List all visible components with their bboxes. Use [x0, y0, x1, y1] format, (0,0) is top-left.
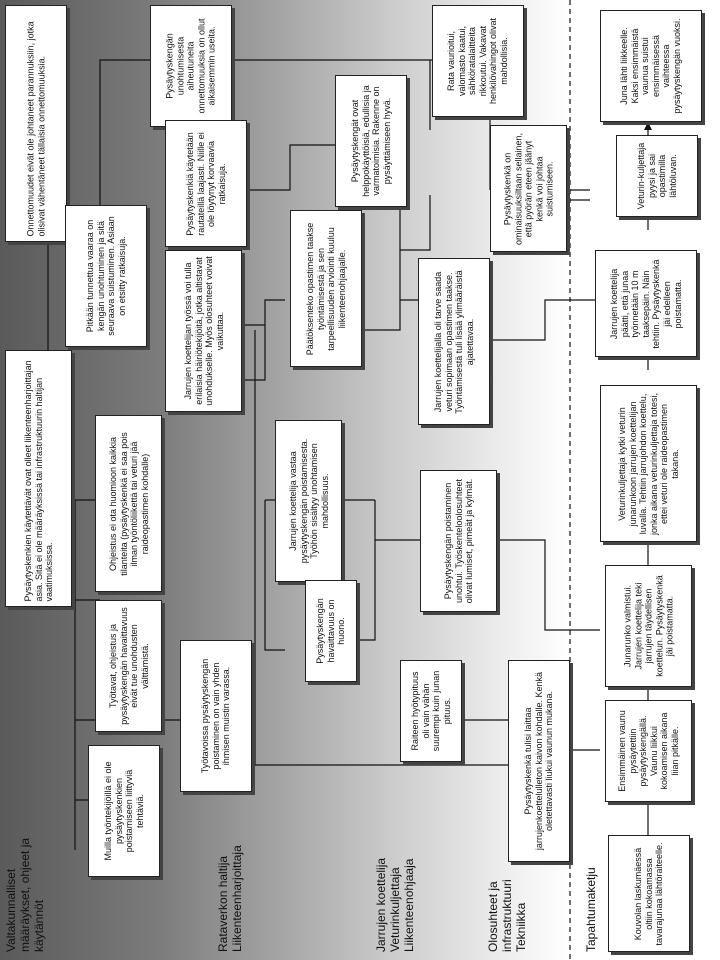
box-need-fit-behind-signal: Jarrujen koettelijalla oli tarve saada v…: [418, 258, 490, 425]
box-distractions: Jarrujen koettelijan työssä voi tulla er…: [165, 250, 242, 412]
box-no-improvements: Onnettomuudet eivät ole johtaneet parann…: [5, 5, 67, 242]
box-shoe-forgotten: Pysäytyskengän poistaminen unohtui. Työs…: [420, 470, 497, 612]
box-single-person-memory: Työtavoissa pysäytyskengän poistaminen o…: [180, 640, 252, 792]
event-derailment: Juna lähti liikkeelle. Kaksi ensimmäistä…: [600, 10, 702, 122]
lane-label-event-chain: Tapahtumaketju: [584, 867, 598, 952]
box-instructions-not-all-situations: Ohjeistus ei ota huomioon kaikkia tilant…: [95, 415, 162, 592]
box-shoes-widely-used: Pysäytyskenkiä käytetään rautateillä laa…: [165, 120, 247, 247]
arrow-6: [644, 122, 652, 130]
event-trainset-ready: Junarunko valmistui. Jarrujen koettelija…: [605, 565, 692, 687]
event-first-wagon-stopped: Ensimmäinen vaunu pysäytettiin pysäytysk…: [605, 700, 692, 802]
box-track-length: Raiteen hyötypituus oli vain vähän suure…: [400, 660, 462, 762]
event-departure-permission: Veturin-kuljettaja pyysi ja sai opastimi…: [616, 135, 698, 217]
event-kouvola-hump: Kouvolan laskumäessä oltiin kokoamassa t…: [608, 835, 690, 952]
event-locomotive-coupled: Veturinkuljettaja kytki veturin junarunk…: [600, 385, 697, 542]
box-shoe-properties: Pysäytyskenkä on ominaisuuksiltaan sella…: [490, 125, 567, 252]
box-shoe-usage-operator-matter: Pysäytyskenkien käytettävät ovat olleet …: [5, 350, 72, 607]
box-known-hazard: Pitkään tunnettua vaaraa on kengän unoht…: [65, 205, 147, 347]
box-previous-accidents: Pysäytyskengän unohtumisesta aiheutuneit…: [150, 5, 232, 127]
box-other-workers-no-tasks: Muilla työntekijöillä ei ole pysäytysken…: [88, 745, 160, 877]
box-shoe-placement: Pysäytyskenkä tulisi laittaa jarrujenkoe…: [508, 660, 570, 862]
box-methods-dont-support: Työtavat, ohjeistus ja pysäytyskengän ha…: [95, 600, 162, 732]
box-poor-visibility: Pysäytyskengän havaittavuus on huono.: [305, 580, 357, 682]
box-track-damaged: Rata vaurioitui, valomasto kaatui, sähkö…: [432, 5, 524, 117]
box-brake-tester-responsible: Jarrujen koettelija vastaa pysäytyskengä…: [275, 420, 342, 582]
box-traffic-controller-decision: Päätöksenteko opastimen taakse työntämis…: [290, 210, 362, 367]
event-pushed-back: Jarrujen koettelija päätti, että junaa t…: [595, 250, 697, 357]
box-shoes-easy-to-use: Pysäytyskengät ovat helppokäyttöisiä, ed…: [335, 75, 407, 207]
